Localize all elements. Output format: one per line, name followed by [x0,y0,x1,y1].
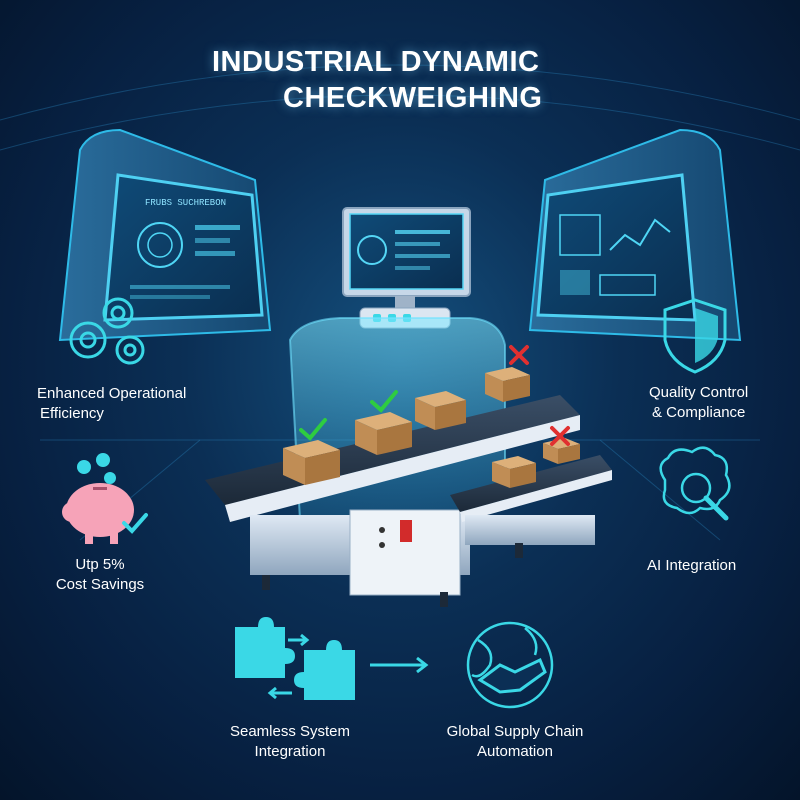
pass-check-icon [370,390,398,413]
puzzle-icon [235,617,355,700]
feature-integration-label: Seamless System Integration [229,723,351,760]
reject-conveyor [450,455,612,558]
feature-quality-label: Quality Control & Compliance [649,384,749,421]
package-box [543,438,580,464]
shield-icon [663,298,727,374]
package-box [283,440,340,485]
brain-icon [659,446,731,521]
title-line-2: CHECKWEIGHING [283,82,543,114]
title-line-1: INDUSTRIAL DYNAMIC [212,46,540,78]
center-monitor [342,207,471,329]
reject-x-icon [550,426,570,446]
feature-efficiency-label: Enhanced Operational Efficiency [37,385,187,422]
gears-icon [69,297,145,365]
package-boxes [283,367,580,488]
package-box [485,367,530,402]
feature-savings-label: Utp 5% Cost Savings [55,556,145,593]
left-monitor-station: FRUBS SUCHREBON [58,128,272,342]
right-monitor-station [528,128,742,342]
package-box [415,391,466,430]
flow-arrow-icon [370,656,429,674]
monitor-header-text: FRUBS SUCHREBON [145,198,226,208]
feature-supply-label: Global Supply Chain Automation [446,723,584,760]
package-box [492,456,536,488]
feature-ai-label: AI Integration [647,557,737,574]
piggy-bank-icon [62,453,148,544]
globe-handshake-icon [466,621,554,709]
reject-x-icon [509,345,529,365]
pass-check-icon [299,418,327,441]
package-box [355,412,412,455]
